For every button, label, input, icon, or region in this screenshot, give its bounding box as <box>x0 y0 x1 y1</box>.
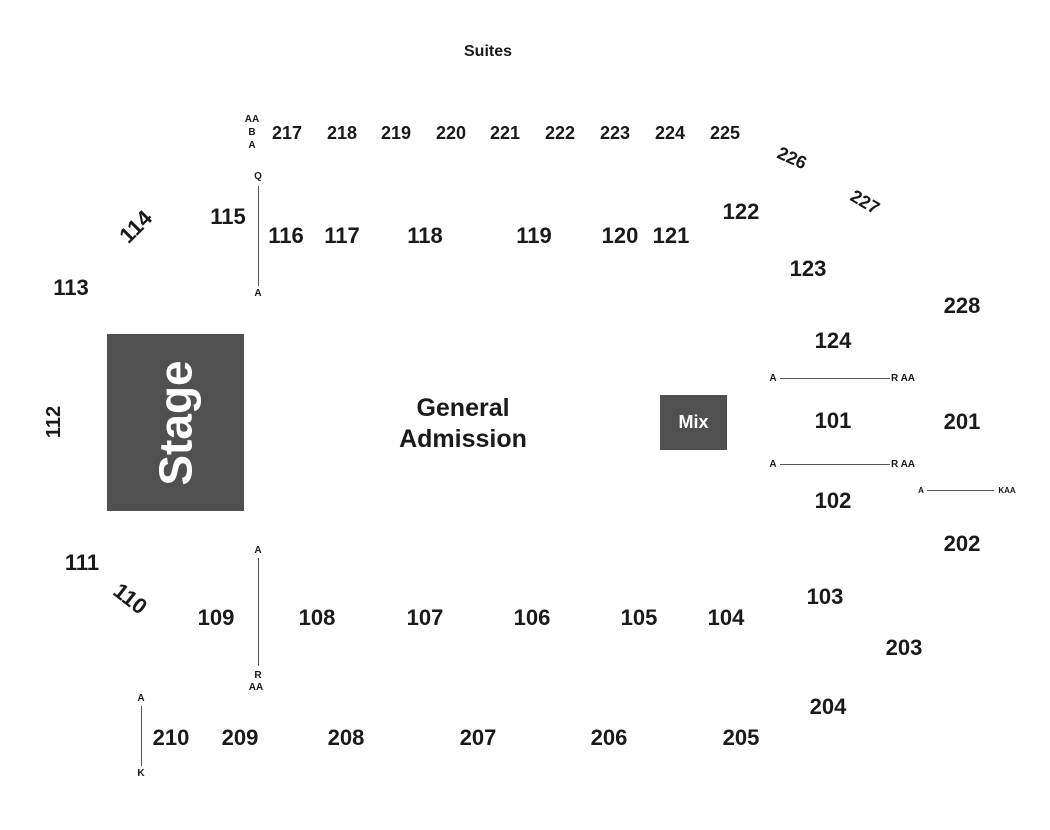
ga-label-line1: General <box>416 393 510 422</box>
row-label: A <box>254 288 262 299</box>
section-102[interactable]: 102 <box>814 488 852 513</box>
section-203[interactable]: 203 <box>885 635 923 660</box>
section-226[interactable]: 226 <box>774 142 810 174</box>
row-divider-line <box>780 378 890 379</box>
row-label: A <box>248 140 256 151</box>
mix-label: Mix <box>678 412 709 432</box>
row-divider-line <box>258 558 259 666</box>
section-110[interactable]: 110 <box>108 577 152 620</box>
section-107[interactable]: 107 <box>406 605 444 630</box>
row-label: R <box>254 670 262 681</box>
row-label: AA <box>248 682 264 693</box>
section-101[interactable]: 101 <box>814 408 852 433</box>
row-label: A <box>254 545 262 556</box>
row-label: A <box>769 373 777 384</box>
section-115[interactable]: 115 <box>210 204 246 229</box>
section-202[interactable]: 202 <box>943 531 981 556</box>
section-122[interactable]: 122 <box>722 199 760 224</box>
row-label: K <box>137 768 145 779</box>
row-label: A <box>137 693 145 704</box>
section-210[interactable]: 210 <box>152 725 190 750</box>
section-223[interactable]: 223 <box>599 123 631 143</box>
section-103[interactable]: 103 <box>806 584 844 609</box>
section-201[interactable]: 201 <box>943 409 981 434</box>
section-117[interactable]: 117 <box>324 223 360 248</box>
section-116[interactable]: 116 <box>268 223 304 248</box>
section-228[interactable]: 228 <box>943 293 981 318</box>
row-label: Q <box>254 171 262 182</box>
row-divider-line <box>927 490 994 491</box>
ga-label-line2: Admission <box>399 425 527 453</box>
section-204[interactable]: 204 <box>809 694 847 719</box>
section-205[interactable]: 205 <box>722 725 760 750</box>
section-227[interactable]: 227 <box>846 185 884 219</box>
row-label: R AA <box>890 373 916 384</box>
row-label: B <box>248 127 256 138</box>
section-206[interactable]: 206 <box>590 725 628 750</box>
suites-label: Suites <box>463 43 513 60</box>
section-220[interactable]: 220 <box>435 123 467 143</box>
section-217[interactable]: 217 <box>271 123 303 143</box>
row-divider-line <box>258 186 259 286</box>
section-208[interactable]: 208 <box>327 725 365 750</box>
row-divider-line <box>141 706 142 766</box>
section-209[interactable]: 209 <box>221 725 259 750</box>
section-118[interactable]: 118 <box>407 223 443 248</box>
section-207[interactable]: 207 <box>459 725 497 750</box>
section-221[interactable]: 221 <box>489 123 521 143</box>
stage: Stage <box>107 334 244 511</box>
stage-label: Stage <box>149 359 202 486</box>
row-label: AA <box>244 114 260 125</box>
section-120[interactable]: 120 <box>601 223 639 248</box>
section-119[interactable]: 119 <box>516 223 552 248</box>
section-224[interactable]: 224 <box>654 123 686 143</box>
section-222[interactable]: 222 <box>544 123 576 143</box>
section-225[interactable]: 225 <box>709 123 741 143</box>
section-123[interactable]: 123 <box>789 256 827 281</box>
section-124[interactable]: 124 <box>814 328 852 353</box>
section-104[interactable]: 104 <box>707 605 745 630</box>
row-label: A <box>769 459 777 470</box>
section-112[interactable]: 112 <box>43 405 65 439</box>
general-admission-area[interactable]: General Admission <box>399 393 527 456</box>
section-111[interactable]: 111 <box>64 550 100 575</box>
row-divider-line <box>780 464 890 465</box>
section-106[interactable]: 106 <box>513 605 551 630</box>
section-114[interactable]: 114 <box>114 205 158 249</box>
row-label: A <box>918 486 924 495</box>
row-label: R AA <box>890 459 916 470</box>
section-113[interactable]: 113 <box>53 275 89 300</box>
mix-booth: Mix <box>660 395 727 450</box>
row-label: KAA <box>998 486 1016 495</box>
section-105[interactable]: 105 <box>620 605 658 630</box>
section-218[interactable]: 218 <box>326 123 358 143</box>
section-219[interactable]: 219 <box>380 123 412 143</box>
section-121[interactable]: 121 <box>652 223 690 248</box>
section-109[interactable]: 109 <box>197 605 235 630</box>
section-108[interactable]: 108 <box>298 605 336 630</box>
